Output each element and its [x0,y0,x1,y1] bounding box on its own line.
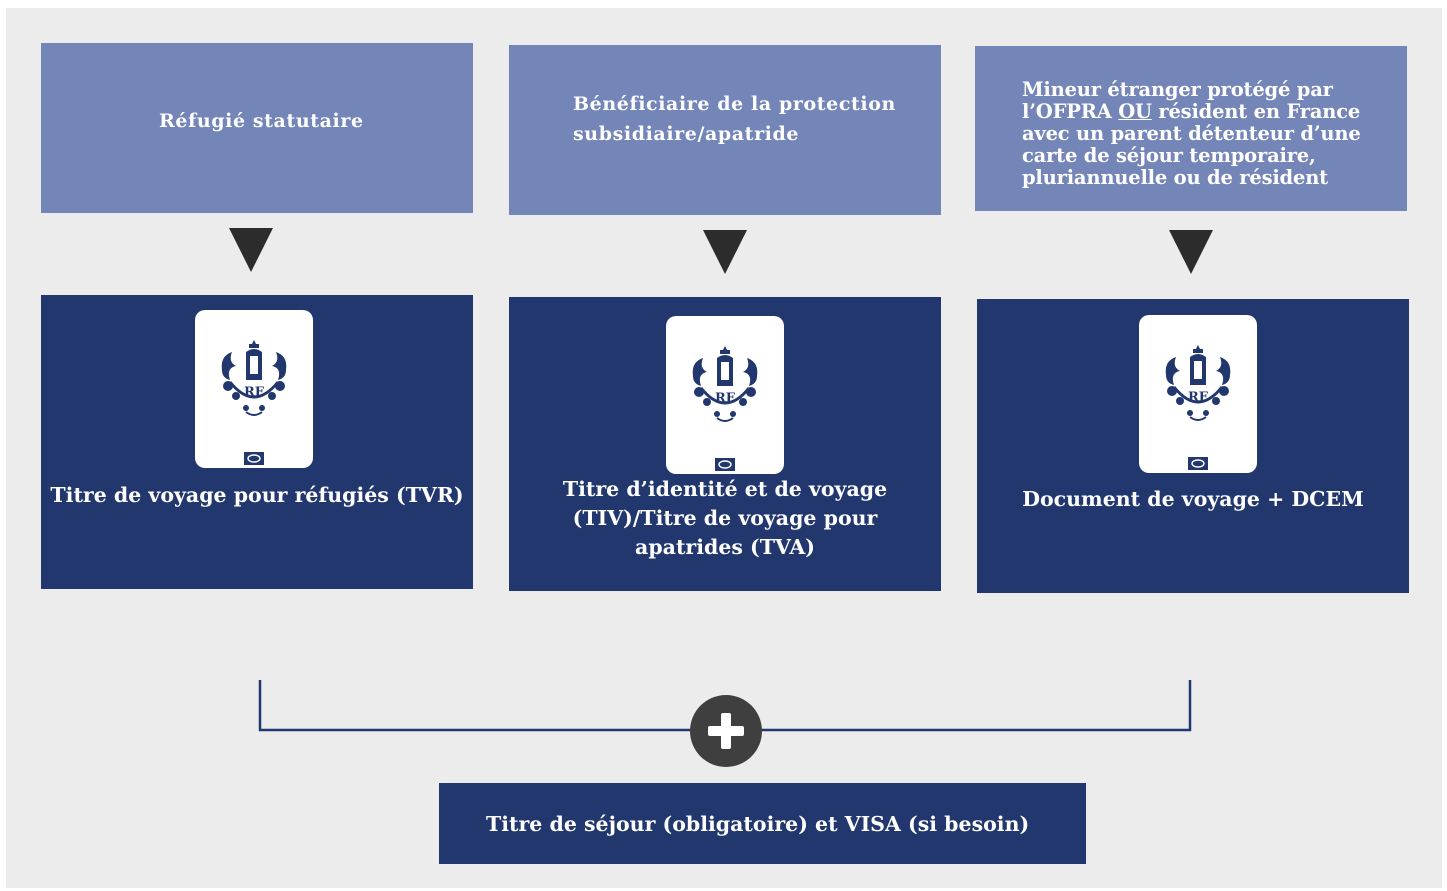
svg-text:RF: RF [1188,390,1209,405]
plus-icon-vertical [721,713,731,749]
plus-icon [690,695,762,767]
category-label-line: pluriannuelle ou de résident [1022,166,1328,189]
biometric-chip-icon [715,458,735,471]
document-label: Document de voyage + DCEM [1022,487,1364,511]
biometric-chip-icon [244,452,264,465]
french-republic-emblem-icon: RF [692,346,758,422]
document-label-line: apatrides (TVA) [635,535,815,559]
down-triangle-icon [703,230,747,274]
category-label-line: avec un parent détenteur d’une [1022,122,1361,145]
down-triangle-icon [229,228,273,272]
category-label: Réfugié statutaire [159,110,364,132]
category-label-line: Mineur étranger protégé par [1022,78,1333,101]
document-box-tvr: RF Titre de voyage pour réfugiés (TVR) [41,295,473,589]
passport-card: RF [666,316,784,474]
document-box-dcem: RF Document de voyage + DCEM [977,299,1409,593]
category-box-protection-subsidiaire: Bénéficiaire de la protection subsidiair… [509,45,941,215]
svg-text:RF: RF [715,391,736,406]
down-triangle-icon [1169,230,1213,274]
document-box-tiv-tva: RF Titre d’identité et de voyage (TIV)/T… [509,297,941,591]
category-box-refugie: Réfugié statutaire [41,43,473,213]
category-label-line: l’OFPRA [1022,100,1119,123]
document-label: Titre de voyage pour réfugiés (TVR) [50,483,464,507]
category-label-underlined: OU [1118,100,1152,123]
document-label-line: Titre d’identité et de voyage [562,477,888,501]
biometric-chip-icon [1188,457,1208,470]
category-label-line: résident en France [1151,100,1361,123]
passport-card: RF [195,310,313,468]
result-label: Titre de séjour (obligatoire) et VISA (s… [486,811,1030,836]
french-republic-emblem-icon: RF [221,340,287,416]
passport-card: RF [1139,315,1257,473]
category-label: Mineur étranger protégé par l’OFPRA OU r… [1022,79,1361,189]
document-label-line: (TIV)/Titre de voyage pour [572,506,878,530]
category-label: Bénéficiaire de la protection subsidiair… [573,89,896,149]
category-label-line: subsidiaire/apatride [573,123,800,145]
category-label-line: carte de séjour temporaire, [1022,144,1316,167]
category-box-mineur: Mineur étranger protégé par l’OFPRA OU r… [975,46,1407,211]
french-republic-emblem-icon: RF [1165,345,1231,421]
svg-text:RF: RF [244,385,265,400]
document-label: Titre d’identité et de voyage (TIV)/Titr… [509,475,941,562]
result-box: Titre de séjour (obligatoire) et VISA (s… [439,783,1086,864]
category-label-line: Bénéficiaire de la protection [573,93,896,115]
